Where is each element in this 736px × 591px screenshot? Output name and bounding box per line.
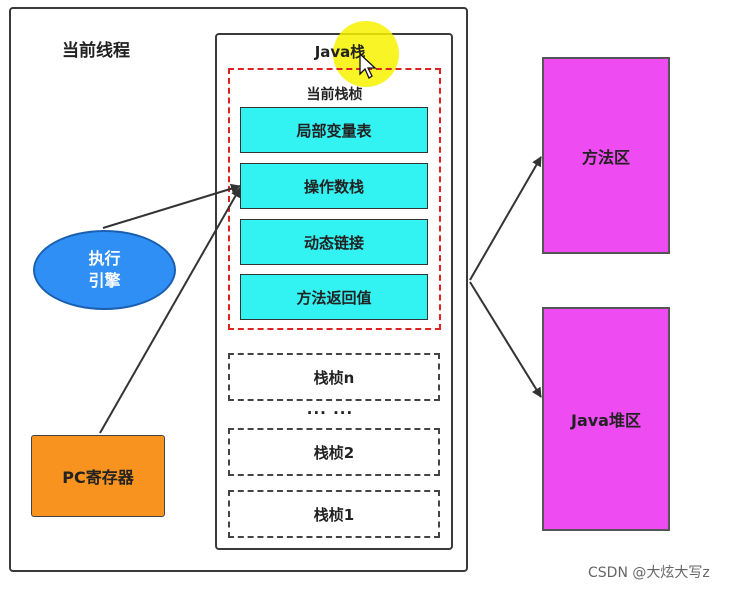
current-thread-title: 当前线程 <box>62 41 130 61</box>
csdn-watermark: CSDN @大炫大写z <box>588 565 710 581</box>
pc-register: PC寄存器 <box>31 435 165 517</box>
engine-label-line1: 执行 <box>88 249 121 268</box>
operand-stack: 操作数栈 <box>240 163 428 209</box>
java-heap-area: Java堆区 <box>542 307 670 531</box>
execution-engine: 执行引擎 <box>33 230 176 310</box>
frame-2: 栈桢2 <box>228 428 440 476</box>
local-variable-table: 局部变量表 <box>240 107 428 153</box>
frame-1: 栈桢1 <box>228 490 440 538</box>
frames-ellipsis: ··· ··· <box>306 404 354 422</box>
stack-to-method-area-arrow <box>469 156 542 281</box>
return-address: 方法返回值 <box>240 274 428 320</box>
frame-n: 栈桢n <box>228 353 440 401</box>
current-frame-title: 当前栈桢 <box>306 87 363 103</box>
dynamic-linking: 动态链接 <box>240 219 428 265</box>
java-stack-title: Java栈 <box>314 43 366 61</box>
method-area: 方法区 <box>542 57 670 254</box>
engine-label-line2: 引擎 <box>88 271 121 290</box>
stack-to-heap-area-arrow <box>469 281 542 398</box>
